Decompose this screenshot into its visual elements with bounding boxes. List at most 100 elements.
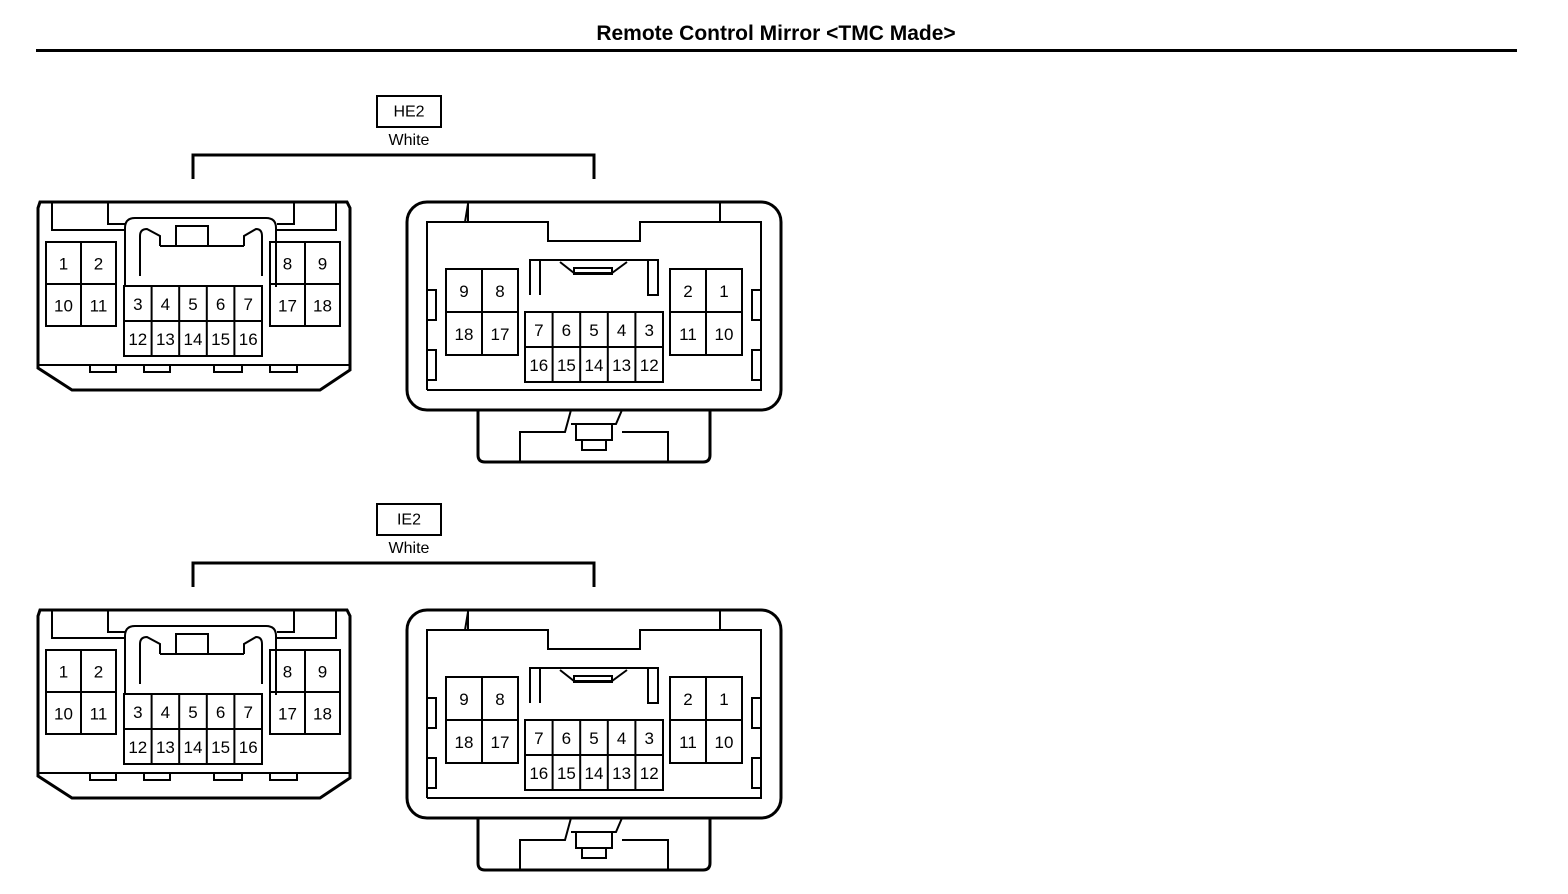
pin-number: 3 <box>644 321 653 340</box>
lock-frame <box>529 667 659 704</box>
pin-number: 4 <box>161 295 170 314</box>
pin-number: 16 <box>239 330 258 349</box>
pin-number: 13 <box>156 330 175 349</box>
lock-latch <box>139 633 263 684</box>
pin-number: 7 <box>534 729 543 748</box>
pin-number: 11 <box>90 705 108 724</box>
pin-number: 15 <box>211 738 230 757</box>
female-bottom-tab <box>519 817 669 870</box>
connector-code-box <box>376 503 442 536</box>
pin-number: 17 <box>491 733 510 752</box>
pin-number: 9 <box>318 663 327 682</box>
pin-number: 7 <box>534 321 543 340</box>
female-bottom-tab <box>581 847 607 859</box>
connector-color: White <box>389 540 430 557</box>
connector-code: IE2 <box>397 512 421 529</box>
pin-number: 5 <box>589 321 598 340</box>
lock-frame <box>124 625 277 695</box>
pin-number: 5 <box>188 703 197 722</box>
female-bottom-tab <box>581 439 607 451</box>
pin-number: 17 <box>278 297 297 316</box>
connector-code: HE2 <box>393 104 424 121</box>
page-title: Remote Control Mirror <TMC Made> <box>596 22 956 45</box>
housing-tab <box>269 364 298 373</box>
female-bottom-tab <box>476 410 712 464</box>
pin-number: 14 <box>184 330 203 349</box>
pin-number: 12 <box>640 356 659 375</box>
pin-number: 7 <box>243 295 252 314</box>
lock-latch <box>139 225 263 276</box>
pin-number: 2 <box>94 663 103 682</box>
pin-number: 2 <box>683 690 692 709</box>
housing-tab <box>269 772 298 781</box>
pin-number: 5 <box>589 729 598 748</box>
female-bottom-tab <box>476 818 712 872</box>
housing-tab <box>143 772 171 781</box>
lock-frame <box>124 217 277 287</box>
pin-number: 18 <box>313 297 332 316</box>
pin-number: 13 <box>612 356 631 375</box>
pin-number: 13 <box>612 764 631 783</box>
pin-number: 1 <box>719 282 728 301</box>
lock-latch <box>573 267 613 275</box>
pin-number: 14 <box>585 356 604 375</box>
pin-number: 4 <box>617 321 626 340</box>
housing-edge <box>51 610 337 639</box>
pin-number: 6 <box>562 729 571 748</box>
pin-number: 16 <box>239 738 258 757</box>
pin-number: 17 <box>491 325 510 344</box>
side-rib <box>751 289 762 321</box>
pin-number: 3 <box>133 295 142 314</box>
pin-number: 1 <box>59 255 68 274</box>
housing-tab <box>213 772 243 781</box>
female-bottom-tab <box>575 831 613 849</box>
pin-number: 8 <box>283 255 292 274</box>
housing-edge <box>468 610 721 650</box>
pin-number: 12 <box>128 330 147 349</box>
pin-number: 13 <box>156 738 175 757</box>
pin-number: 10 <box>715 733 734 752</box>
housing-edge <box>107 202 295 225</box>
side-rib <box>426 697 437 729</box>
female-connector-housing <box>405 200 783 412</box>
title-rule <box>36 49 1517 52</box>
pin-number: 1 <box>719 690 728 709</box>
connector-bracket <box>191 561 596 587</box>
lock-frame <box>529 259 659 296</box>
pin-number: 2 <box>683 282 692 301</box>
pin-number: 6 <box>562 321 571 340</box>
pin-number: 18 <box>313 705 332 724</box>
pin-number: 1 <box>59 663 68 682</box>
pin-number: 4 <box>161 703 170 722</box>
pin-number: 8 <box>283 663 292 682</box>
pin-number: 18 <box>455 325 474 344</box>
pin-number: 14 <box>585 764 604 783</box>
pin-number: 10 <box>54 297 73 316</box>
pin-number: 18 <box>455 733 474 752</box>
pin-number: 16 <box>529 764 548 783</box>
pin-number: 15 <box>557 764 576 783</box>
housing-edge <box>51 202 337 231</box>
connector-color: White <box>389 132 430 149</box>
side-rib <box>751 697 762 729</box>
female-connector-housing <box>405 608 783 820</box>
pin-number: 11 <box>679 733 697 752</box>
pin-number: 4 <box>617 729 626 748</box>
pin-number: 6 <box>216 703 225 722</box>
pin-number: 3 <box>133 703 142 722</box>
side-rib <box>426 289 437 321</box>
female-bottom-tab <box>519 409 669 462</box>
housing-tab <box>89 772 117 781</box>
pin-number: 16 <box>529 356 548 375</box>
pin-number: 15 <box>557 356 576 375</box>
pin-number: 9 <box>459 282 468 301</box>
pin-number: 15 <box>211 330 230 349</box>
lock-latch <box>573 675 613 683</box>
pin-number: 8 <box>495 282 504 301</box>
housing-tab <box>143 364 171 373</box>
male-connector-housing <box>36 608 352 800</box>
side-rib <box>426 757 437 789</box>
pin-number: 7 <box>243 703 252 722</box>
pin-number: 8 <box>495 690 504 709</box>
